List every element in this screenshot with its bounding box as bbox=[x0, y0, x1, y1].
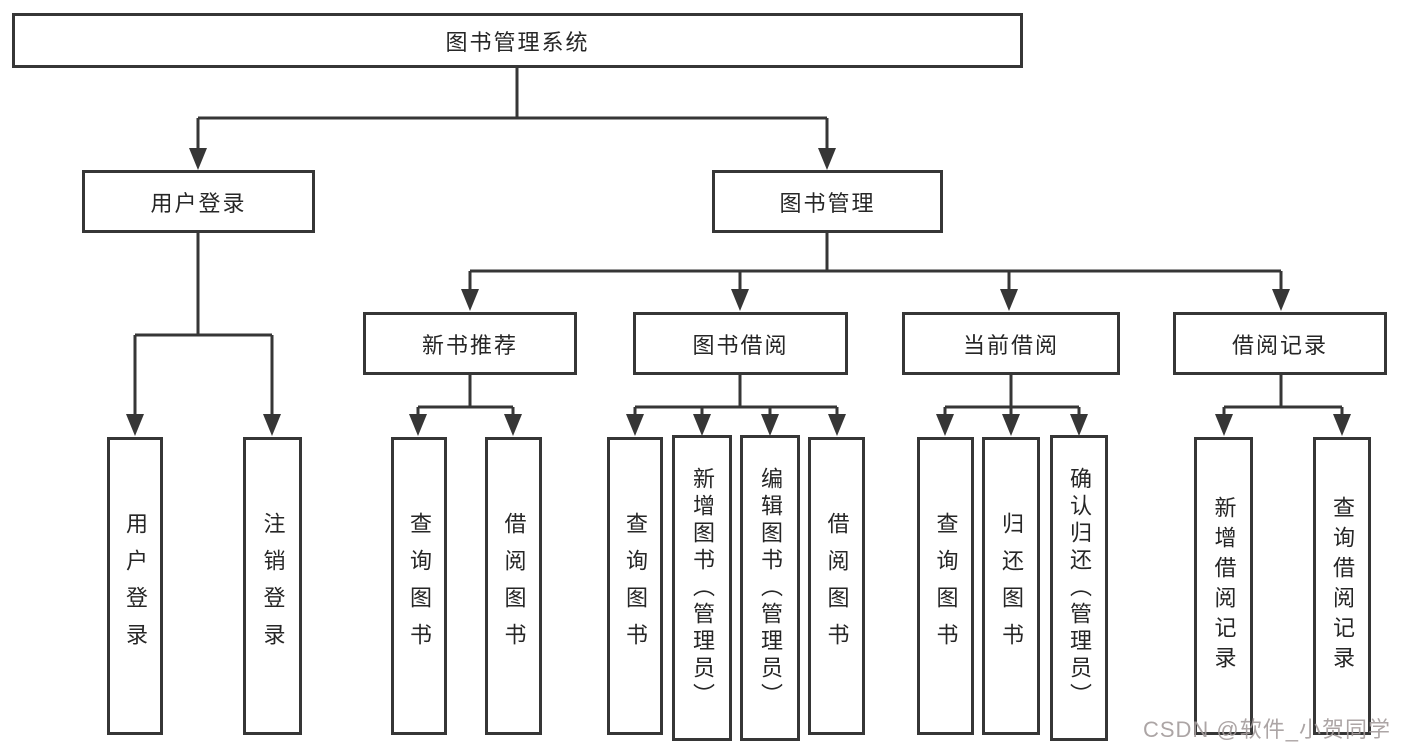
arrow-down-icon bbox=[409, 414, 427, 436]
connector-current-borrowing-to-leaves bbox=[936, 375, 1088, 436]
leaf-borrow-book-2: 借阅图书 bbox=[808, 437, 865, 735]
node-book-management: 图书管理 bbox=[712, 170, 943, 233]
leaf-search-book-3: 查询图书 bbox=[917, 437, 974, 735]
arrow-down-icon bbox=[828, 414, 846, 436]
arrow-down-icon bbox=[504, 414, 522, 436]
leaf-add-book-admin: 新增图书（管理员） bbox=[672, 435, 732, 741]
connector-book-management-to-level3 bbox=[461, 233, 1290, 311]
leaf-label: 查询图书 bbox=[623, 512, 648, 660]
leaf-label: 借阅图书 bbox=[824, 512, 850, 660]
node-user-login: 用户登录 bbox=[82, 170, 315, 233]
arrow-down-icon bbox=[1215, 414, 1233, 436]
arrow-down-icon bbox=[1272, 289, 1290, 311]
leaf-label: 查询图书 bbox=[933, 512, 959, 660]
leaf-confirm-return-admin: 确认归还（管理员） bbox=[1050, 435, 1108, 741]
arrow-down-icon bbox=[1070, 414, 1088, 436]
arrow-down-icon bbox=[1000, 289, 1018, 311]
leaf-borrow-book-1: 借阅图书 bbox=[485, 437, 542, 735]
arrow-down-icon bbox=[461, 289, 479, 311]
arrow-down-icon bbox=[818, 148, 836, 170]
arrow-down-icon bbox=[1333, 414, 1351, 436]
arrow-down-icon bbox=[1002, 414, 1020, 436]
leaf-return-book: 归还图书 bbox=[982, 437, 1040, 735]
connector-new-book-recommend-to-leaves bbox=[409, 375, 522, 436]
node-new-book-recommend: 新书推荐 bbox=[363, 312, 577, 375]
arrow-down-icon bbox=[189, 148, 207, 170]
connector-root-to-level2 bbox=[189, 68, 836, 170]
leaf-edit-book-admin: 编辑图书（管理员） bbox=[740, 435, 800, 741]
node-borrowing-records: 借阅记录 bbox=[1173, 312, 1387, 375]
leaf-search-book-1: 查询图书 bbox=[391, 437, 447, 735]
leaf-search-borrow-record: 查询借阅记录 bbox=[1313, 437, 1371, 735]
connector-book-borrowing-to-leaves bbox=[626, 375, 846, 436]
leaf-label: 查询借阅记录 bbox=[1330, 496, 1355, 676]
leaf-label: 确认归还（管理员） bbox=[1067, 466, 1092, 710]
leaf-label: 新增图书（管理员） bbox=[690, 466, 715, 710]
node-root-system: 图书管理系统 bbox=[12, 13, 1023, 68]
node-current-borrowing: 当前借阅 bbox=[902, 312, 1120, 375]
leaf-search-book-2: 查询图书 bbox=[607, 437, 663, 735]
arrow-down-icon bbox=[126, 414, 144, 436]
leaf-add-borrow-record: 新增借阅记录 bbox=[1194, 437, 1253, 735]
connector-user-login-to-leaves bbox=[126, 233, 281, 436]
leaf-label: 借阅图书 bbox=[501, 512, 527, 660]
csdn-watermark: CSDN @软件_小贺同学 bbox=[1142, 717, 1391, 742]
leaf-user-login: 用户登录 bbox=[107, 437, 163, 735]
arrow-down-icon bbox=[626, 414, 644, 436]
leaf-label: 归还图书 bbox=[999, 512, 1024, 660]
node-book-borrowing: 图书借阅 bbox=[633, 312, 848, 375]
leaf-label: 编辑图书（管理员） bbox=[758, 466, 783, 710]
leaf-label: 注销登录 bbox=[260, 512, 286, 660]
arrow-down-icon bbox=[263, 414, 281, 436]
arrow-down-icon bbox=[761, 414, 779, 436]
arrow-down-icon bbox=[731, 289, 749, 311]
arrow-down-icon bbox=[693, 414, 711, 436]
connector-borrowing-records-to-leaves bbox=[1215, 375, 1351, 436]
leaf-label: 用户登录 bbox=[123, 512, 148, 660]
arrow-down-icon bbox=[936, 414, 954, 436]
leaf-logout-login: 注销登录 bbox=[243, 437, 302, 735]
leaf-label: 新增借阅记录 bbox=[1211, 496, 1237, 676]
leaf-label: 查询图书 bbox=[407, 512, 432, 660]
